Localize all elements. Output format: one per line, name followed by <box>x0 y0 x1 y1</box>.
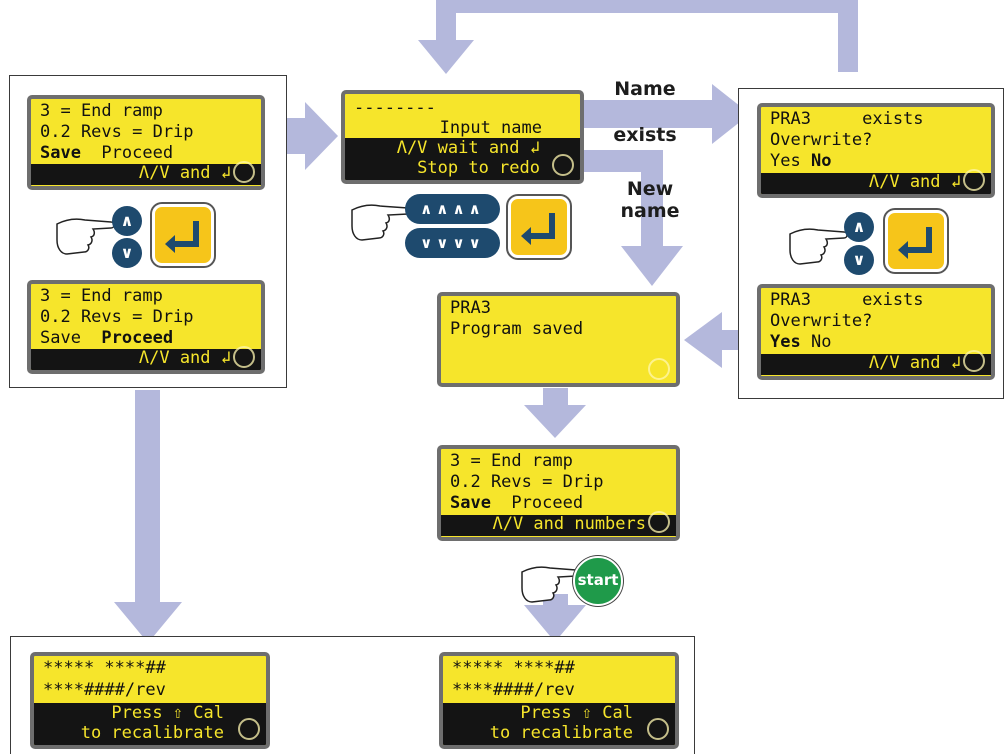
lcd-line: Save Proceed <box>40 328 173 349</box>
arrow-new-name <box>583 150 683 286</box>
lcd-line: PRA3 <box>450 298 491 318</box>
lcd-line: 0.2 Revs = Drip <box>40 122 194 142</box>
lcd-endramp-save: 3 = End ramp 0.2 Revs = Drip Save Procee… <box>27 95 265 190</box>
lcd-proceed-option: Proceed <box>490 493 584 513</box>
lcd-endramp-numbers: 3 = End ramp 0.2 Revs = Drip Save Procee… <box>437 445 680 541</box>
hand-pointer-icon <box>788 220 848 276</box>
lcd-no-option: No <box>800 332 832 352</box>
lcd-proceed-option: Proceed <box>80 143 174 163</box>
lcd-line: Yes No <box>770 332 831 353</box>
lcd-bar-text: Λ/V and ↲ <box>138 348 231 368</box>
lcd-bar-text: Press ⇧ Cal <box>520 703 633 723</box>
lcd-bar: Press ⇧ Cal to recalibrate <box>443 703 675 745</box>
lcd-corner-ring <box>233 161 255 183</box>
lcd-line: ****####/rev <box>452 680 575 700</box>
lcd-line: Save Proceed <box>450 493 583 514</box>
lcd-line: 0.2 Revs = Drip <box>450 472 604 492</box>
lcd-calibrate-left: ***** ****## ****####/rev Press ⇧ Cal to… <box>30 652 270 749</box>
hand-pointer-icon <box>55 210 115 266</box>
lcd-line: 3 = End ramp <box>40 286 163 306</box>
lcd-line: Program saved <box>450 319 584 339</box>
arrow-proceed-down <box>114 390 182 643</box>
lcd-input-name: -------- Input name Λ/V wait and ↲ Stop … <box>341 90 584 184</box>
hand-pointer-icon <box>520 558 580 614</box>
lcd-save-option: Save <box>40 143 81 163</box>
lcd-line: Input name <box>439 118 542 138</box>
lcd-bar-text: Λ/V wait and ↲ <box>396 138 540 158</box>
lcd-line: -------- <box>354 98 436 118</box>
lcd-bar-text: Press ⇧ Cal <box>111 703 224 723</box>
lcd-line: ***** ****## <box>43 658 166 678</box>
lcd-line: Save Proceed <box>40 143 173 164</box>
label-name: Name <box>614 78 676 100</box>
lcd-calibrate-right: ***** ****## ****####/rev Press ⇧ Cal to… <box>439 652 679 749</box>
lcd-yes-option: Yes <box>770 151 811 171</box>
lcd-bar-text: Λ/V and ↲ <box>868 172 961 192</box>
lcd-bar-text: Λ/V and numbers <box>492 514 646 534</box>
lcd-line: ****####/rev <box>43 680 166 700</box>
arrow-overwrite-yes <box>684 312 755 368</box>
lcd-no-option: No <box>810 151 832 171</box>
arrow-name-exists <box>583 84 750 144</box>
label-name-2: name <box>620 200 680 222</box>
lcd-line: PRA3 exists <box>770 290 924 310</box>
lcd-bar: Λ/V and ↲ <box>761 172 991 194</box>
lcd-exists-no: PRA3 exists Overwrite? Yes No Λ/V and ↲ <box>757 103 995 198</box>
lcd-corner-ring <box>233 346 255 368</box>
lcd-bar-text: to recalibrate <box>80 723 224 743</box>
lcd-line: Overwrite? <box>770 130 873 150</box>
multi-up-buttons[interactable]: ∧∧∧∧ <box>405 194 500 224</box>
enter-button[interactable] <box>152 204 214 266</box>
lcd-line: PRA3 exists <box>770 109 924 129</box>
start-button[interactable]: start <box>573 556 623 606</box>
lcd-corner-ring <box>963 350 985 372</box>
lcd-yes-option: Yes <box>770 332 801 352</box>
multi-down-buttons[interactable]: ∨∨∨∨ <box>405 228 500 258</box>
up-button[interactable]: ∧ <box>112 206 142 236</box>
lcd-corner-ring <box>648 358 670 380</box>
lcd-line: 0.2 Revs = Drip <box>40 307 194 327</box>
hand-pointer-icon <box>350 196 412 252</box>
lcd-line: 3 = End ramp <box>40 101 163 121</box>
lcd-bar: Λ/V and ↲ <box>31 348 261 370</box>
lcd-corner-ring <box>647 718 669 740</box>
lcd-line: Yes No <box>770 151 831 172</box>
up-button[interactable]: ∧ <box>844 212 874 242</box>
lcd-bar-text: Λ/V and ↲ <box>868 353 961 373</box>
lcd-endramp-proceed: 3 = End ramp 0.2 Revs = Drip Save Procee… <box>27 280 265 374</box>
lcd-save-option: Save <box>450 493 491 513</box>
lcd-corner-ring <box>648 511 670 533</box>
arrow-saved-down <box>524 388 586 438</box>
label-exists: exists <box>613 124 677 146</box>
lcd-bar-text: to recalibrate <box>489 723 633 743</box>
lcd-exists-yes: PRA3 exists Overwrite? Yes No Λ/V and ↲ <box>757 284 995 380</box>
lcd-line: Overwrite? <box>770 311 873 331</box>
lcd-corner-ring <box>552 154 574 176</box>
lcd-bar: Λ/V wait and ↲ Stop to redo <box>345 138 580 180</box>
lcd-bar: Press ⇧ Cal to recalibrate <box>34 703 266 745</box>
lcd-save-option: Save <box>40 328 102 348</box>
lcd-program-saved: PRA3 Program saved <box>437 292 680 387</box>
down-button[interactable]: ∨ <box>112 238 142 268</box>
down-button[interactable]: ∨ <box>844 245 874 275</box>
lcd-proceed-option: Proceed <box>101 328 174 348</box>
lcd-bar: Λ/V and ↲ <box>31 163 261 185</box>
lcd-corner-ring <box>963 169 985 191</box>
lcd-bar: Λ/V and ↲ <box>761 353 991 375</box>
lcd-line: ***** ****## <box>452 658 575 678</box>
lcd-corner-ring <box>238 718 260 740</box>
arrow-loop-back <box>418 0 858 74</box>
lcd-bar: Λ/V and numbers <box>441 514 676 536</box>
enter-button[interactable] <box>885 210 947 272</box>
lcd-bar-text: Stop to redo <box>417 158 540 178</box>
label-new: New <box>626 178 674 200</box>
lcd-bar-text: Λ/V and ↲ <box>138 163 231 183</box>
arrow-start-down <box>524 594 586 642</box>
enter-button[interactable] <box>508 196 570 258</box>
lcd-line: 3 = End ramp <box>450 451 573 471</box>
